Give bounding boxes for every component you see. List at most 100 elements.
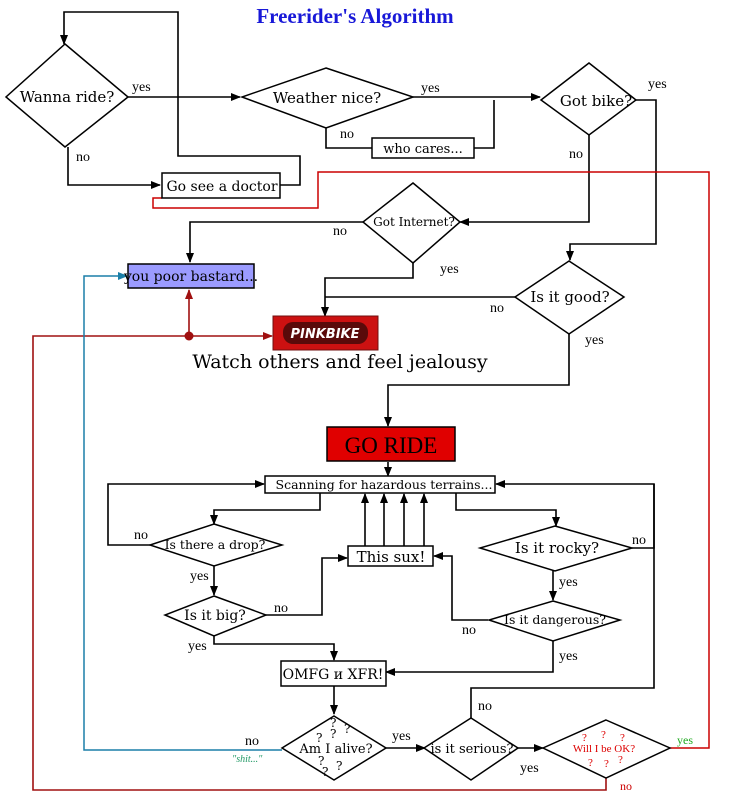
- edge-labels: yes no yes no yes no no yes no yes no ye…: [76, 77, 693, 793]
- is-rocky-label: Is it rocky?: [515, 539, 599, 557]
- bike-yes-label: yes: [648, 77, 667, 92]
- ok-no-edge: [32, 332, 607, 791]
- svg-text:?: ?: [588, 757, 593, 769]
- ok-yes-label: yes: [677, 733, 693, 747]
- serious-no-label: no: [478, 699, 492, 714]
- big-no-edge: [266, 554, 348, 616]
- svg-text:?: ?: [620, 732, 625, 744]
- svg-text:?: ?: [330, 716, 336, 730]
- is-dangerous-decision: Is it dangerous?: [486, 600, 623, 642]
- drop-no-edge: [107, 480, 265, 546]
- poor-bastard-box: you poor bastard...: [123, 263, 258, 289]
- got-internet-label: Got Internet?: [373, 215, 455, 229]
- go-ride-label: GO RIDE: [345, 433, 438, 458]
- pinkbike-logo-text: PINKBIKE: [290, 327, 359, 342]
- question-marks-alive: ?? ?? ?? ?: [316, 716, 350, 779]
- this-sux-box: This sux!: [347, 545, 434, 567]
- am-alive-decision: Am I alive? ?? ?? ?? ?: [280, 715, 388, 781]
- good-yes-edge: [384, 334, 570, 427]
- svg-text:?: ?: [330, 727, 336, 741]
- internet-no-label: no: [333, 224, 347, 239]
- shit-label: "shit...": [232, 754, 263, 765]
- rocky-yes-label: yes: [559, 575, 578, 590]
- good-yes-label: yes: [585, 333, 604, 348]
- page-title: Freerider's Algorithm: [256, 4, 454, 28]
- svg-text:?: ?: [322, 765, 328, 779]
- bike-yes-edge: [566, 99, 657, 261]
- dangerous-no-edge: [433, 552, 488, 621]
- wanna-ride-decision: Wanna ride?: [4, 43, 130, 148]
- big-yes-label: yes: [188, 639, 207, 654]
- this-sux-label: This sux!: [357, 548, 426, 566]
- got-internet-decision: Got Internet?: [361, 182, 462, 264]
- svg-text:?: ?: [601, 729, 606, 741]
- who-cares-box: who cares...: [371, 137, 475, 159]
- big-yes-edge: [213, 636, 338, 661]
- serious-no-edge: [470, 484, 655, 718]
- weather-no-label: no: [340, 127, 354, 142]
- alive-no-label: no: [245, 734, 259, 749]
- svg-text:?: ?: [618, 754, 623, 766]
- poor-bastard-label: you poor bastard...: [123, 269, 258, 285]
- ok-yes-edge: [152, 171, 710, 749]
- serious-yes-label: yes: [520, 761, 539, 776]
- will-ok-label: Will I be OK?: [573, 743, 635, 755]
- internet-no-edge: [186, 221, 364, 263]
- pinkbike-logo: PINKBIKE: [272, 315, 379, 351]
- svg-text:?: ?: [318, 754, 324, 768]
- wanna-ride-label: Wanna ride?: [20, 88, 115, 106]
- weather-yes-label: yes: [421, 81, 440, 96]
- who-cares-label: who cares...: [383, 142, 462, 157]
- is-drop-decision: Is there a drop?: [147, 523, 285, 567]
- dangerous-no-label: no: [462, 623, 476, 638]
- scanning-label: Scanning for hazardous terrains...: [276, 477, 493, 492]
- drop-no-label: no: [134, 528, 148, 543]
- svg-text:?: ?: [344, 722, 350, 736]
- internet-yes-edge: [321, 263, 414, 317]
- question-marks-ok: ??? ???: [582, 729, 625, 770]
- omfg-box: OMFG и XFR!: [280, 660, 387, 687]
- big-no-label: no: [274, 601, 288, 616]
- wanna-no-label: no: [76, 150, 90, 165]
- internet-yes-label: yes: [440, 262, 459, 277]
- is-drop-label: Is there a drop?: [165, 537, 266, 552]
- dangerous-yes-edge: [385, 641, 554, 676]
- weather-nice-decision: Weather nice?: [239, 67, 416, 129]
- go-ride-box: GO RIDE: [326, 426, 456, 462]
- is-dangerous-label: Is it dangerous?: [504, 612, 606, 627]
- svg-text:?: ?: [316, 731, 322, 745]
- scanning-box: Scanning for hazardous terrains...: [264, 475, 496, 494]
- doctor-box: Go see a doctor: [161, 172, 281, 199]
- scan-drop-edge: [210, 492, 321, 525]
- drop-yes-label: yes: [190, 569, 209, 584]
- scan-rocky-edge: [455, 492, 560, 527]
- svg-text:?: ?: [582, 732, 587, 744]
- bike-no-label: no: [569, 147, 583, 162]
- svg-text:?: ?: [604, 758, 609, 770]
- is-good-decision: Is it good?: [513, 260, 626, 335]
- junction-dot: [184, 331, 194, 341]
- is-rocky-decision: Is it rocky?: [477, 525, 635, 572]
- omfg-label: OMFG и XFR!: [283, 667, 384, 683]
- weather-nice-label: Weather nice?: [273, 89, 381, 107]
- bike-no-edge: [459, 135, 590, 226]
- svg-text:?: ?: [336, 759, 342, 773]
- dangerous-yes-label: yes: [559, 649, 578, 664]
- is-big-decision: Is it big?: [163, 595, 269, 637]
- ok-no-label: no: [620, 779, 632, 793]
- rocky-no-label: no: [632, 533, 646, 548]
- is-big-label: Is it big?: [184, 608, 246, 624]
- good-no-label: no: [490, 301, 504, 316]
- doctor-label: Go see a doctor: [166, 179, 277, 195]
- am-alive-label: Am I alive?: [298, 742, 372, 757]
- is-good-label: Is it good?: [530, 288, 609, 306]
- watch-others-label: Watch others and feel jealousy: [192, 351, 488, 373]
- got-bike-decision: Got bike?: [539, 62, 638, 136]
- weather-no-edge: [325, 128, 372, 149]
- wanna-no-edge: [67, 147, 161, 189]
- who-cares-edge: [474, 100, 495, 149]
- is-serious-decision: is it serious?: [422, 717, 520, 781]
- alive-yes-label: yes: [392, 729, 411, 744]
